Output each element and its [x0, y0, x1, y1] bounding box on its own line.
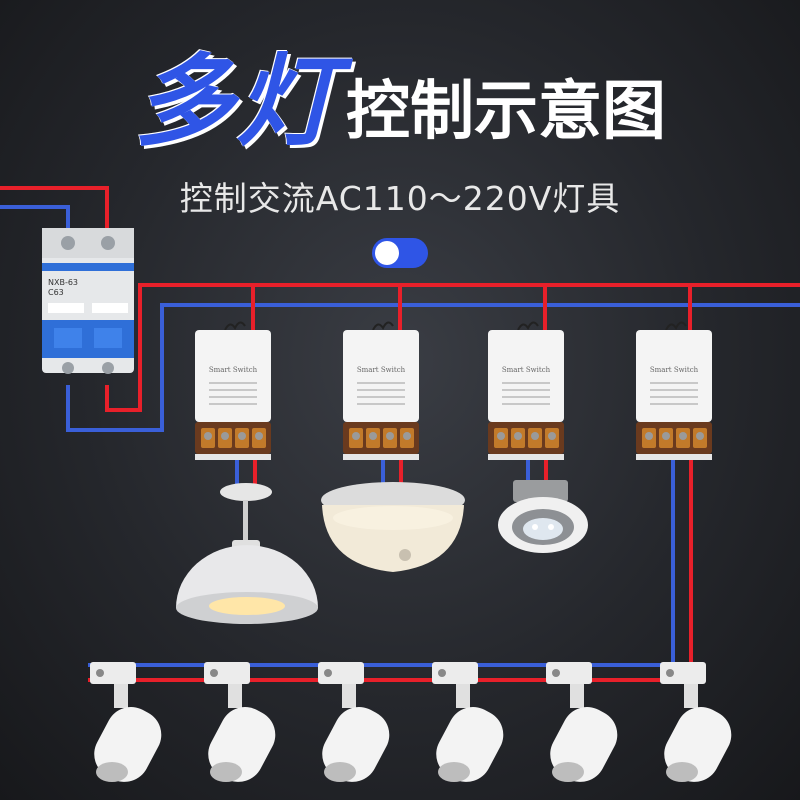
smart-switch-module: Smart Switch — [195, 321, 271, 460]
main-bus-wires — [66, 283, 800, 432]
smart-switch-label: Smart Switch — [650, 366, 699, 374]
smart-switch-label: Smart Switch — [209, 366, 258, 374]
track-spotlight-icon — [546, 662, 618, 782]
track-spotlight-icon — [432, 662, 504, 782]
pendant-lamp-icon — [176, 483, 318, 624]
track-spotlight-icon — [90, 662, 162, 782]
title-highlight: 多灯 — [134, 43, 338, 160]
title-text: 控制示意图 — [346, 75, 666, 149]
breaker-model: NXB-63 — [48, 278, 78, 287]
track-spotlight-icon — [204, 662, 276, 782]
smart-switch-module: Smart Switch — [636, 321, 712, 460]
breaker-rating: C63 — [48, 288, 64, 297]
page-subtitle: 控制交流AC110～220V灯具 — [179, 179, 621, 218]
page-title: 多灯 控制示意图 — [0, 22, 800, 152]
smart-switch-module: Smart Switch — [343, 321, 419, 460]
smart-switch-module: Smart Switch — [488, 321, 564, 460]
circuit-breaker: NXB-63 C63 — [42, 228, 134, 374]
track-spotlight-icon — [318, 662, 390, 782]
ceiling-lamp-icon — [321, 482, 465, 572]
breaker-feed-wires — [0, 186, 109, 230]
track-spotlight-icon — [660, 662, 732, 782]
toggle-switch[interactable] — [372, 238, 428, 268]
toggle-knob — [375, 241, 399, 265]
switch-drop-wires — [251, 285, 692, 335]
smart-switch-label: Smart Switch — [502, 366, 551, 374]
smart-switch-label: Smart Switch — [357, 366, 406, 374]
downlight-icon — [498, 480, 588, 553]
